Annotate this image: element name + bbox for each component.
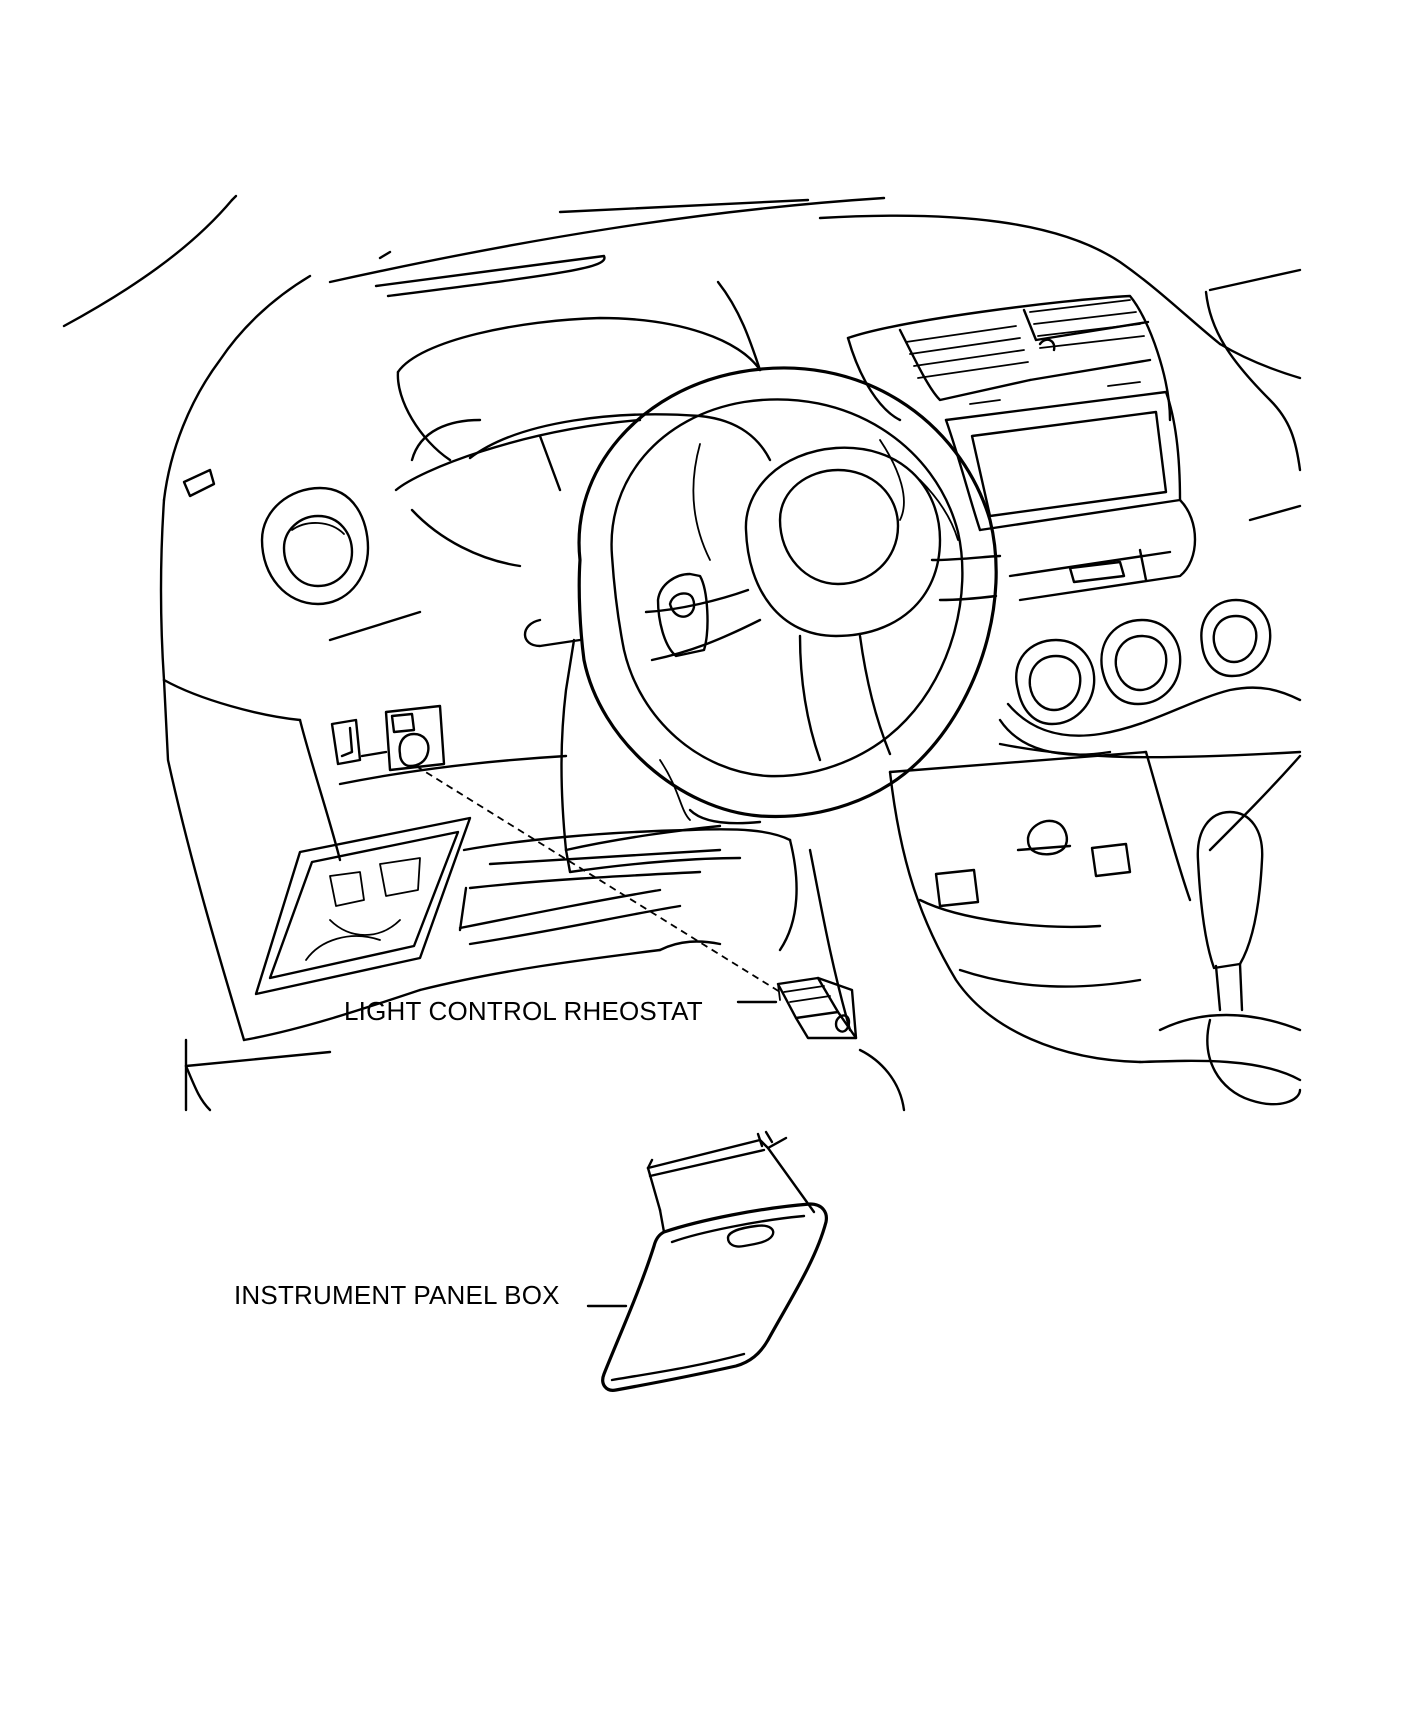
windshield-lines (62, 194, 886, 328)
glove-box-opening (254, 816, 472, 996)
light-control-rheostat-label: LIGHT CONTROL RHEOSTAT (344, 996, 703, 1026)
left-air-vent (260, 486, 370, 606)
center-vents (846, 294, 1172, 422)
center-display (944, 390, 1197, 602)
light-control-rheostat (776, 976, 858, 1040)
instrument-panel-box (601, 1130, 828, 1392)
center-console (888, 750, 1302, 1106)
steering-wheel (523, 366, 1002, 874)
left-switch-panel (330, 704, 446, 772)
instrument-panel-box-label: INSTRUMENT PANEL BOX (234, 1280, 560, 1310)
dashboard-outline (159, 214, 1302, 1112)
lower-dash (184, 754, 906, 1112)
climate-knobs (998, 598, 1302, 759)
